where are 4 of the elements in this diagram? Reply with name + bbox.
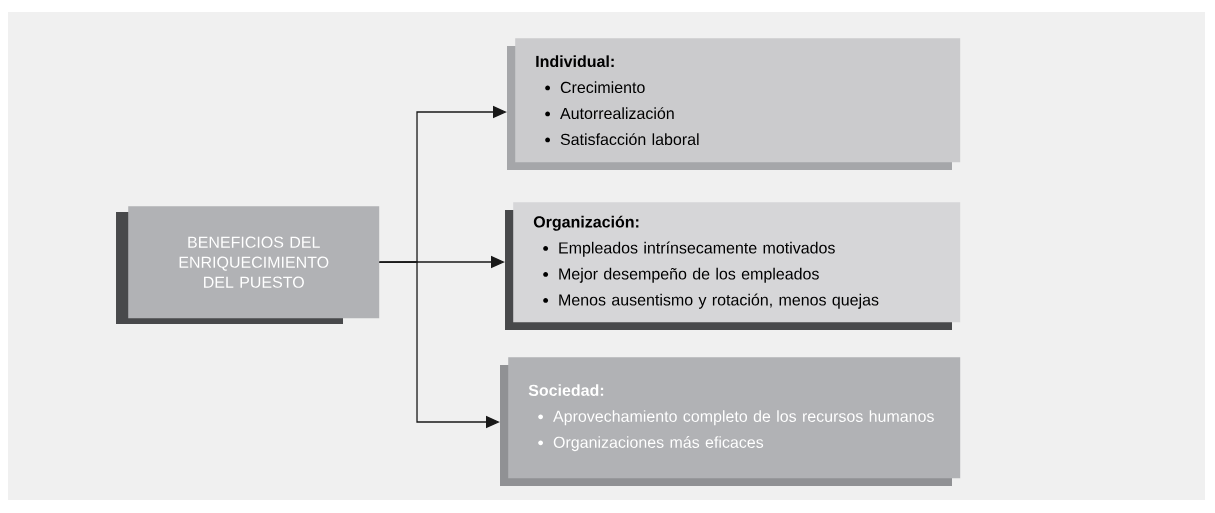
process-box: BENEFICIOS DEL ENRIQUECIMIENTO DEL PUESTO <box>116 206 380 324</box>
process-box: Sociedad: Aprovechamiento completo de los recursos humanos Organizaciones más eficaces <box>500 357 961 486</box>
process-box: Individual: Crecimiento Autorrealización Satisfacción laboral <box>507 38 961 170</box>
process-box: Organización: Empleados intrínsecamente motivados Mejor desempeño de los empleados Menos ausentismo y rotación, menos quejas <box>505 202 961 330</box>
